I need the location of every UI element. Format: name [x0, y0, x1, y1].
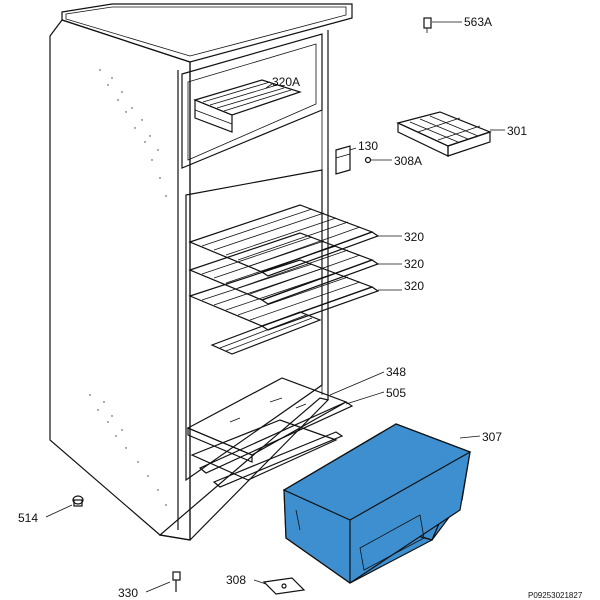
adjustable-foot-part — [172, 571, 181, 592]
wire-shelf-bottom — [210, 311, 322, 355]
drawer-side — [283, 423, 471, 584]
wire-shelf-lower — [188, 259, 380, 331]
label-320-middle: 320 — [404, 257, 424, 271]
label-307: 307 — [482, 430, 502, 444]
label-563a: 563A — [464, 15, 492, 29]
label-514: 514 — [18, 511, 38, 525]
label-505: 505 — [386, 386, 406, 400]
label-348: 348 — [386, 365, 406, 379]
freezer-shelf — [193, 79, 302, 133]
hinge-part — [262, 577, 306, 595]
part-labels: 563A 320A 301 130 308A 320 320 320 348 5… — [18, 15, 583, 600]
wire-shelf-middle — [188, 232, 380, 305]
label-308a: 308A — [394, 154, 422, 168]
label-320a: 320A — [272, 75, 300, 89]
screw-part — [423, 17, 432, 33]
drawer-cover-glass — [190, 419, 344, 488]
label-330: 330 — [118, 586, 138, 600]
leader-lines — [45, 21, 505, 593]
label-308: 308 — [226, 573, 246, 587]
label-301: 301 — [507, 124, 527, 138]
label-130: 130 — [358, 139, 378, 153]
ice-cube-tray — [396, 111, 492, 157]
crisper-drawer — [282, 423, 472, 584]
foot-part — [72, 495, 84, 507]
label-320-upper: 320 — [404, 230, 424, 244]
label-320-lower: 320 — [404, 279, 424, 293]
reference-code: P09253021827 — [528, 591, 583, 600]
shelf-trim — [198, 401, 354, 474]
